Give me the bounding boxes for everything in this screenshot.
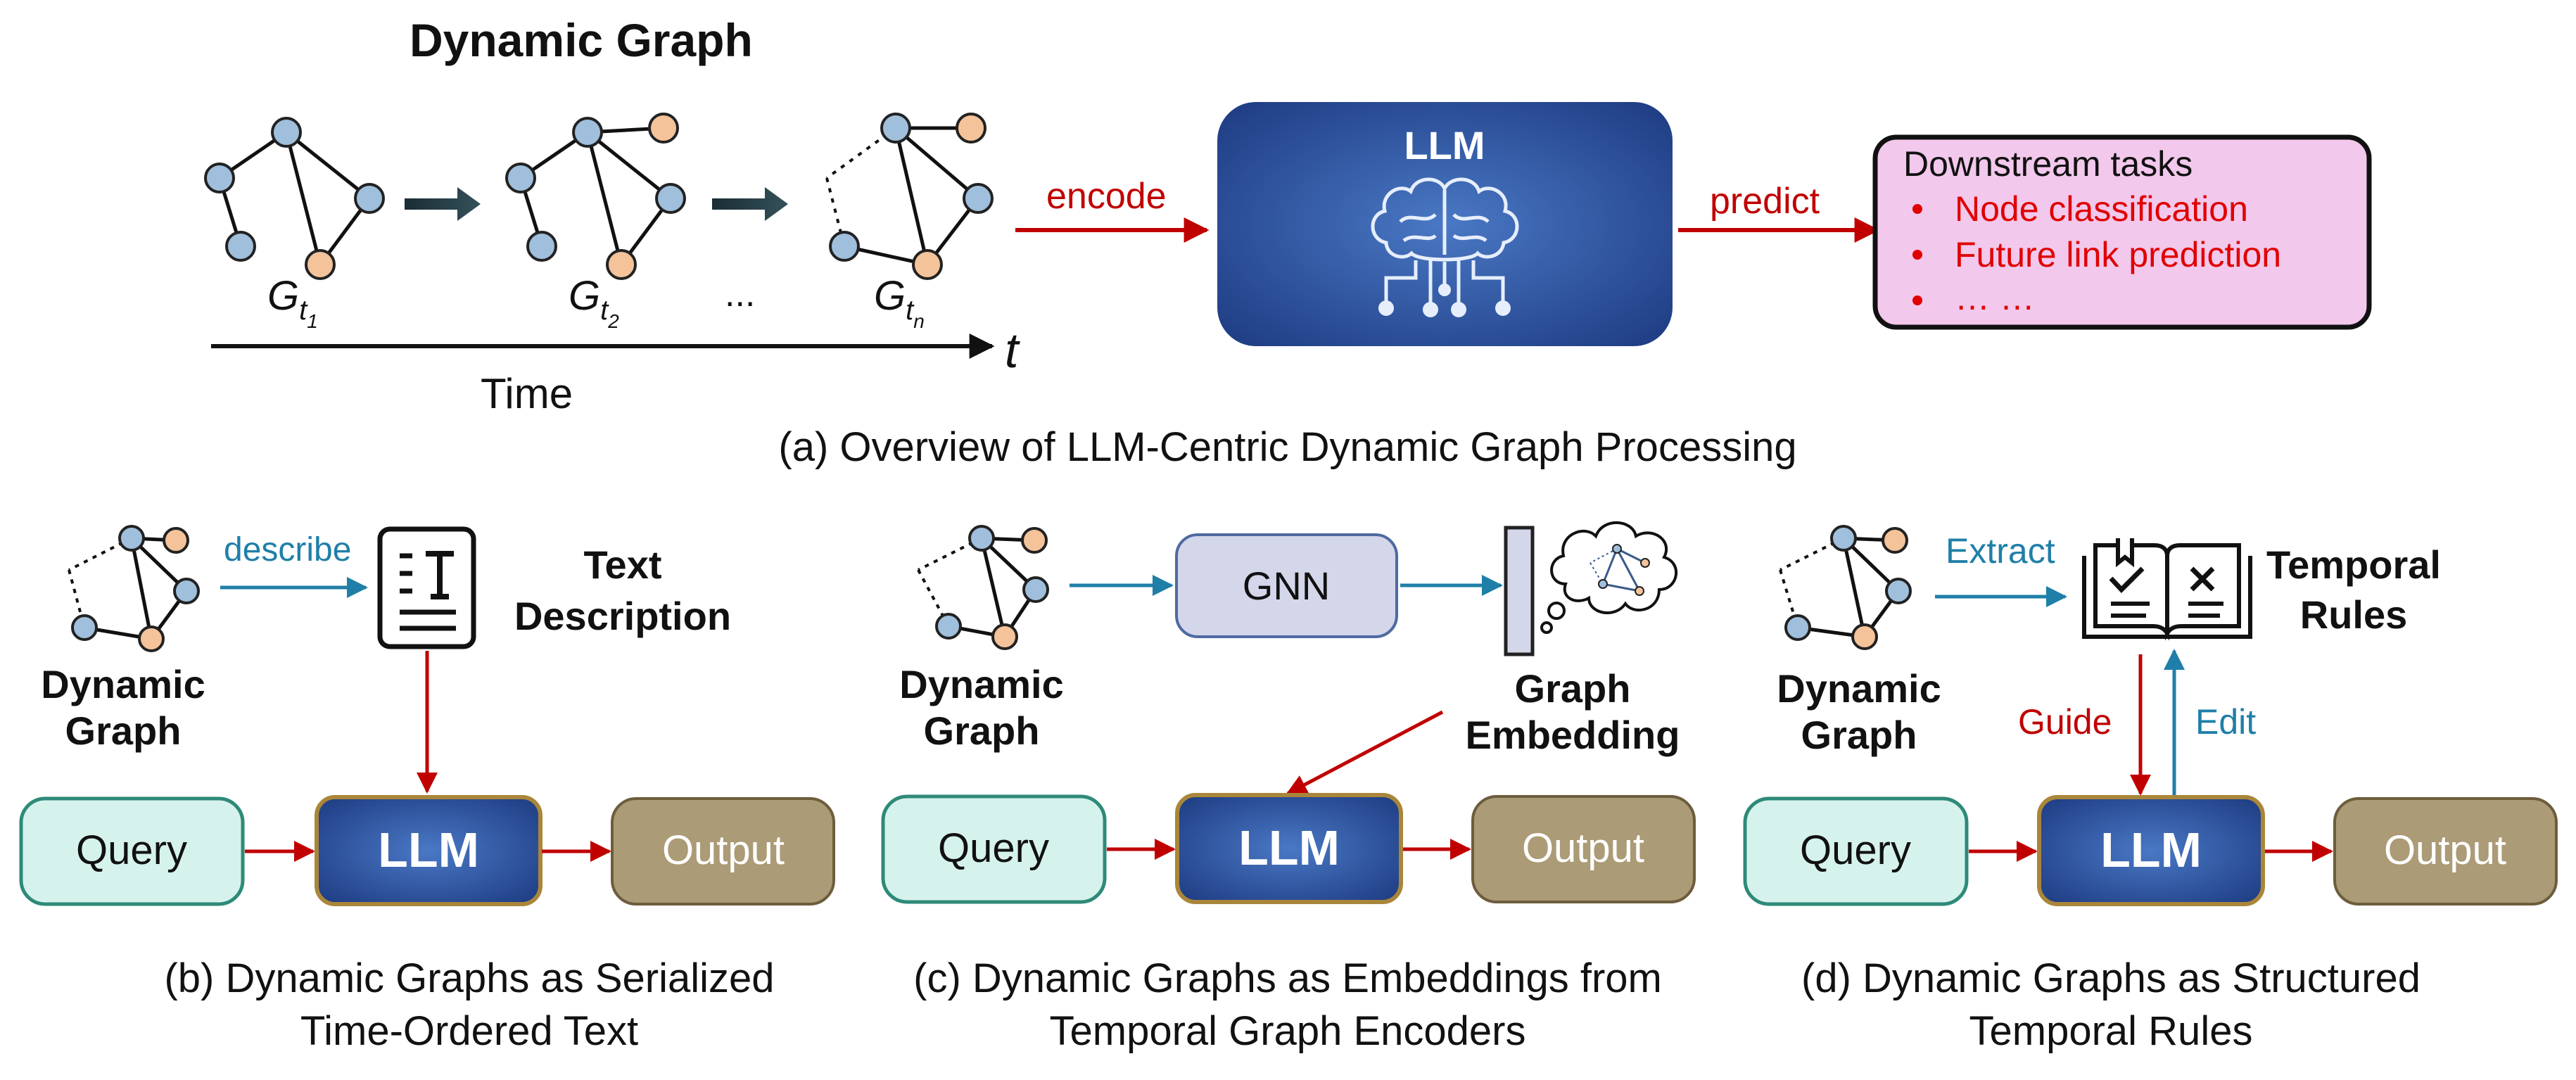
thought-cloud-icon <box>1540 521 1677 634</box>
panel-c-output-box <box>1471 795 1696 903</box>
panel-b-graph-label-1: Dynamic <box>41 662 205 706</box>
panel-d-graph-label-1: Dynamic <box>1777 666 1941 711</box>
downstream-tasks-box: Downstream tasks Node classification Fut… <box>1872 134 2372 330</box>
panel-b-query-box <box>19 796 245 906</box>
panel-c-query: Query <box>938 825 1049 871</box>
predict-label: predict <box>1710 181 1820 222</box>
snapshot-label-2: Gt2 <box>569 273 619 332</box>
panel-c-gnn-box <box>1175 533 1398 638</box>
time-label: Time <box>481 370 573 417</box>
encode-label: encode <box>1046 176 1167 217</box>
panel-b-graph <box>68 525 200 652</box>
panel-c-artifact-label-1: Graph <box>1515 666 1631 711</box>
task-node-classification: Node classification <box>1955 189 2248 229</box>
panel-c-output: Output <box>1522 825 1644 871</box>
snapshot-label-1: Gt1 <box>267 273 318 332</box>
overview-title: Dynamic Graph <box>410 14 753 66</box>
panel-c-llm-box <box>1175 793 1403 904</box>
panel-c-query-box <box>881 794 1107 904</box>
brain-chip-icon <box>1371 177 1519 303</box>
embedding-vector-icon <box>1504 526 1535 656</box>
llm-title: LLM <box>1404 123 1485 167</box>
caption-c-2: Temporal Graph Encoders <box>1050 1008 1526 1054</box>
panel-d-graph <box>1779 525 1912 650</box>
task-future-link-prediction: Future link prediction <box>1955 235 2281 274</box>
panel-b-llm: LLM <box>378 822 479 877</box>
text-document-icon <box>377 526 476 649</box>
tasks-title: Downstream tasks <box>1903 144 2193 184</box>
panel-c-graph <box>917 525 1049 650</box>
panel-d-output-box <box>2333 797 2558 906</box>
caption-c-1: (c) Dynamic Graphs as Embeddings from <box>913 955 1662 1001</box>
panel-d-graph-label-2: Graph <box>1801 713 1917 757</box>
snapshot-ellipsis: ... <box>725 274 755 315</box>
caption-a: (a) Overview of LLM-Centric Dynamic Grap… <box>778 424 1796 470</box>
snapshot-label-n: Gtn <box>874 273 925 332</box>
graph-snapshot-1 <box>204 117 385 280</box>
panel-d-output: Output <box>2384 827 2506 873</box>
caption-d-1: (d) Dynamic Graphs as Structured <box>1801 955 2420 1001</box>
panel-d-edit-label: Edit <box>2195 702 2256 742</box>
llm-box-overview: LLM <box>1217 102 1673 346</box>
panel-c-llm: LLM <box>1238 820 1340 875</box>
graph-snapshot-n <box>825 113 994 280</box>
panel-b-llm-box <box>315 795 543 906</box>
caption-b-2: Time-Ordered Text <box>300 1008 638 1054</box>
panel-d-artifact-label-1: Temporal <box>2266 542 2441 587</box>
caption-b-1: (b) Dynamic Graphs as Serialized <box>164 955 774 1001</box>
graph-snapshot-2 <box>505 113 686 280</box>
panel-d-query: Query <box>1800 827 1911 873</box>
panel-b-artifact-label-2: Description <box>514 594 731 638</box>
panel-d-llm: LLM <box>2100 822 2202 877</box>
panel-d-llm-box <box>2037 795 2265 906</box>
panel-c-gnn: GNN <box>1243 564 1330 608</box>
panel-b-artifact-label-1: Text <box>584 542 662 587</box>
panel-d-artifact-label-2: Rules <box>2300 592 2408 637</box>
panel-c-graph-label-1: Dynamic <box>899 662 1063 706</box>
panel-c-graph-label-2: Graph <box>924 709 1040 753</box>
panel-b-output: Output <box>662 827 785 873</box>
time-axis-symbol: t <box>1005 323 1020 378</box>
task-more: … … <box>1955 278 2035 317</box>
caption-d-2: Temporal Rules <box>1969 1008 2253 1054</box>
panel-b-describe-label: describe <box>224 531 351 568</box>
panel-d-query-box <box>1743 796 1969 906</box>
transition-arrow-1 <box>405 187 481 221</box>
panel-c-embedding-to-llm-arrow <box>1286 710 1444 796</box>
rules-book-icon <box>2082 538 2252 641</box>
transition-arrow-2 <box>712 187 788 221</box>
panel-c-artifact-label-2: Embedding <box>1466 713 1680 757</box>
panel-b-output-box <box>611 797 835 906</box>
panel-d-guide-label: Guide <box>2018 702 2112 742</box>
panel-b-graph-label-2: Graph <box>65 709 182 753</box>
panel-b-query: Query <box>76 827 187 873</box>
panel-d-extract-label: Extract <box>1946 531 2055 571</box>
